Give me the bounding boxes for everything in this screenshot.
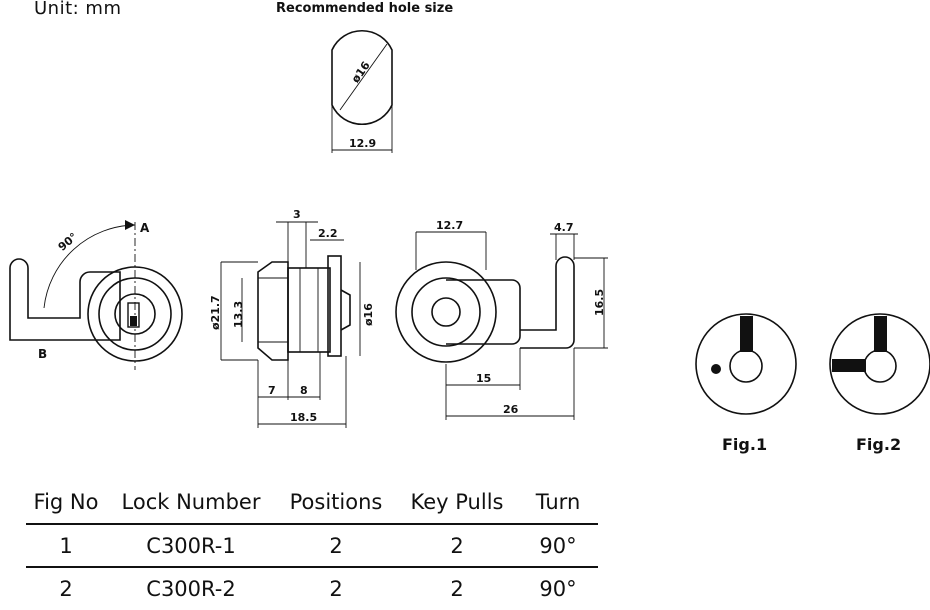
dim-16-label: ø16 bbox=[362, 303, 375, 326]
rear-outer-ring bbox=[395, 261, 497, 363]
hole-width-label: 12.9 bbox=[349, 137, 376, 150]
fig1-label: Fig.1 bbox=[722, 435, 767, 454]
col-positions: Positions bbox=[276, 480, 396, 525]
fig1-inner-circle bbox=[729, 349, 763, 383]
side-head bbox=[257, 261, 289, 361]
dim-8-label: 8 bbox=[300, 384, 308, 397]
keyway bbox=[127, 302, 140, 328]
side-view: ø21.7 13.3 ø16 3 2.2 7 8 18.5 bbox=[209, 208, 375, 428]
fig1-outer-circle bbox=[695, 313, 797, 415]
col-lock-number: Lock Number bbox=[106, 480, 276, 525]
rear-inner-ring bbox=[411, 277, 481, 347]
table-row: 2 C300R-2 2 2 90° bbox=[26, 567, 598, 609]
rear-view: 12.7 4.7 16.5 15 26 bbox=[395, 219, 608, 420]
col-key-pulls: Key Pulls bbox=[396, 480, 518, 525]
dim-4-7-label: 4.7 bbox=[554, 221, 574, 234]
hole-diameter-label: ø16 bbox=[349, 59, 373, 85]
cell-positions: 2 bbox=[329, 576, 343, 601]
dim-16-5-label: 16.5 bbox=[593, 289, 606, 316]
cell-lock-number: C300R-1 bbox=[106, 524, 276, 568]
arc-arrow-head bbox=[125, 220, 135, 230]
dim-21-7-label: ø21.7 bbox=[209, 295, 222, 330]
angle-label: 90° bbox=[56, 230, 80, 253]
cell-fig-no: 1 bbox=[26, 524, 106, 568]
rear-cam-body bbox=[446, 279, 521, 345]
cell-key-pulls: 2 bbox=[450, 576, 464, 601]
cell-key-pulls: 2 bbox=[396, 524, 518, 568]
position-a-label: A bbox=[140, 221, 150, 235]
technical-drawing: ø16 12.9 90° A B ø21.7 13.3 ø16 bbox=[9, 29, 930, 454]
table-row: 1 C300R-1 2 2 90° bbox=[26, 524, 598, 568]
fig2-key-bar-vertical bbox=[874, 316, 887, 352]
side-cam-plate bbox=[327, 255, 342, 357]
position-b-label: B bbox=[38, 347, 47, 361]
side-body-grooves bbox=[299, 268, 319, 352]
hole-diameter-line bbox=[339, 43, 388, 111]
fig1-key-bar bbox=[740, 316, 753, 352]
fig2-diagram: Fig.2 bbox=[829, 313, 930, 454]
front-view: 90° A B bbox=[9, 220, 183, 370]
rear-cam-arm bbox=[520, 256, 575, 349]
unit-label: Unit: mm bbox=[34, 0, 122, 19]
dim-18-5-label: 18.5 bbox=[290, 411, 317, 424]
fig1-diagram: Fig.1 bbox=[695, 313, 797, 454]
side-tail bbox=[340, 289, 351, 331]
fig1-dot bbox=[711, 364, 721, 374]
fig2-inner-circle bbox=[863, 349, 897, 383]
fig2-label: Fig.2 bbox=[856, 435, 901, 454]
dim-2-2-label: 2.2 bbox=[318, 227, 338, 240]
recommended-hole-title: Recommended hole size bbox=[276, 1, 454, 16]
rear-center bbox=[431, 297, 461, 327]
dim-26-label: 26 bbox=[503, 403, 519, 416]
dim-7-label: 7 bbox=[268, 384, 276, 397]
dim-3-label: 3 bbox=[293, 208, 301, 221]
table-header-row: Fig No Lock Number Positions Key Pulls T… bbox=[26, 480, 598, 525]
col-fig-no: Fig No bbox=[26, 480, 106, 525]
side-body bbox=[287, 267, 331, 353]
cam-arm-front bbox=[9, 258, 121, 341]
dim-15-label: 15 bbox=[476, 372, 491, 385]
dim-13-3-label: 13.3 bbox=[232, 301, 245, 328]
cell-turn: 90° bbox=[539, 576, 577, 601]
cell-lock-number: C300R-2 bbox=[146, 576, 236, 601]
cell-turn: 90° bbox=[518, 524, 598, 568]
lock-spec-table: Fig No Lock Number Positions Key Pulls T… bbox=[26, 480, 598, 609]
hole-diagram: ø16 12.9 bbox=[331, 29, 393, 153]
fig2-key-bar-horizontal bbox=[832, 359, 866, 372]
fig2-outer-circle bbox=[829, 313, 930, 415]
dim-12-7-label: 12.7 bbox=[436, 219, 463, 232]
rotation-arc bbox=[43, 224, 136, 309]
keyway-fill bbox=[130, 316, 137, 326]
col-turn: Turn bbox=[518, 480, 598, 525]
cell-fig-no: 2 bbox=[59, 576, 73, 601]
cell-positions: 2 bbox=[276, 524, 396, 568]
